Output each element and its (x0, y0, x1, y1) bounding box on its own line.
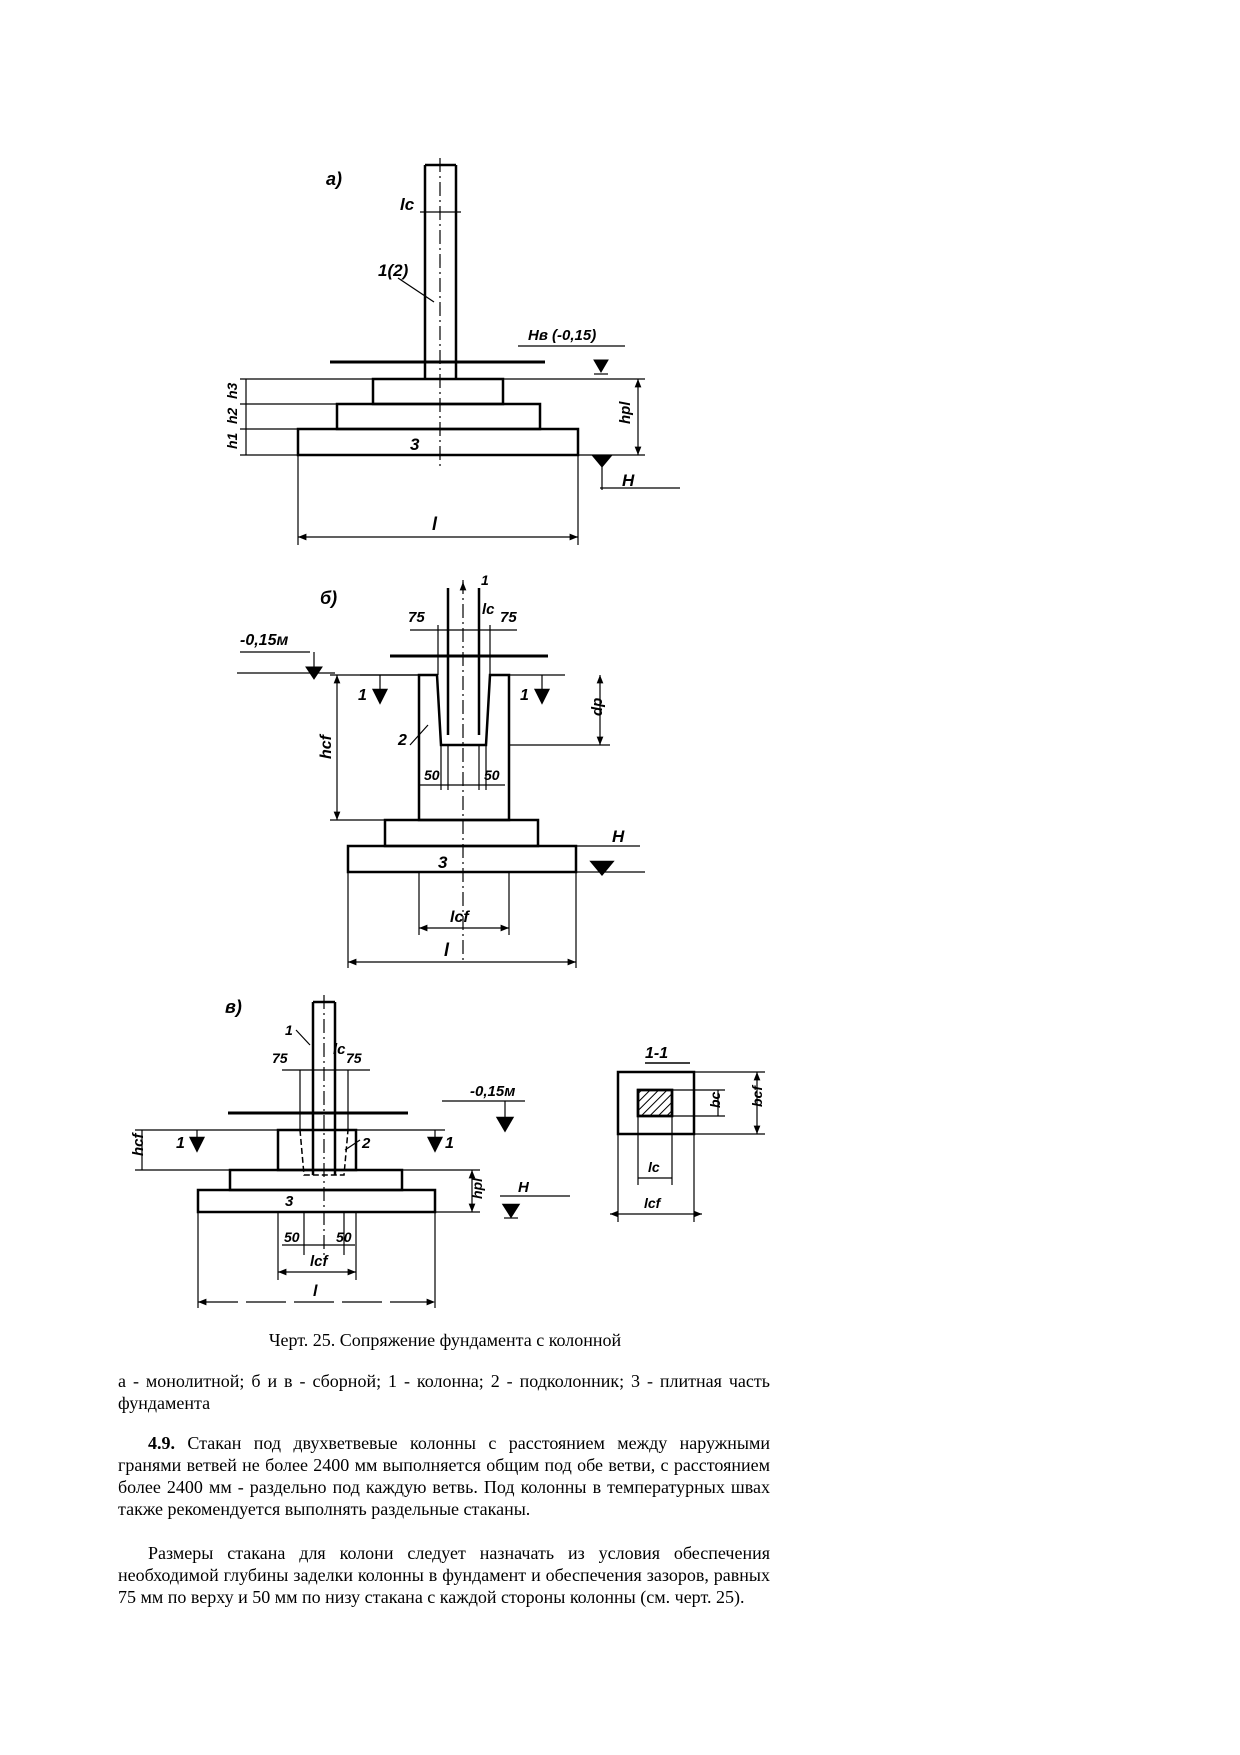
label-v-75-left: 75 (272, 1050, 288, 1066)
label-b-2: 2 (397, 732, 407, 749)
label-b-75-right: 75 (500, 609, 517, 626)
label-v-H: H (518, 1179, 530, 1196)
label-b-level: -0,15м (240, 632, 288, 649)
label-b-lcf: lcf (450, 909, 470, 926)
paragraph-4-9: 4.9. Стакан под двухветвевые колонны с р… (118, 1432, 770, 1520)
label-v-hpl: hpl (469, 1177, 485, 1199)
figure-v-labels: в) 1 lc 75 75 -0,15м hcf 1 1 2 hpl H 3 5… (130, 997, 530, 1300)
label-a-h1: h1 (224, 432, 240, 449)
figure-legend: а - монолитной; б и в - сборной; 1 - кол… (118, 1371, 770, 1413)
label-b-H: H (612, 827, 625, 846)
figure-caption: Черт. 25. Сопряжение фундамента с колонн… (268, 1330, 622, 1350)
section-1-1-labels: 1-1 bc bcf lc lcf (644, 1045, 765, 1211)
figure-a (240, 158, 680, 545)
label-v-l: l (313, 1283, 318, 1300)
label-v-level: -0,15м (470, 1083, 515, 1100)
label-b-l: l (444, 940, 450, 960)
paragraph-4-9-text: Стакан под двухветвевые колонны с рассто… (118, 1433, 770, 1519)
label-a-column: 1(2) (378, 261, 409, 280)
label-a-H: H (622, 471, 635, 490)
label-a-l: l (432, 514, 438, 534)
label-v-50-left: 50 (284, 1229, 300, 1245)
label-b-dp: dp (589, 698, 606, 716)
label-v-lcf: lcf (310, 1253, 330, 1270)
label-v-lc: lc (333, 1041, 346, 1058)
label-b-3: 3 (438, 853, 448, 872)
label-v-75-right: 75 (346, 1050, 362, 1066)
label-v-hcf: hcf (130, 1131, 147, 1156)
label-b-1top: 1 (481, 572, 489, 588)
label-v-title: в) (225, 997, 242, 1017)
label-v-section-right: 1 (445, 1135, 454, 1152)
label-v-3: 3 (285, 1193, 294, 1210)
figure-v (135, 995, 570, 1308)
label-s-lc: lc (648, 1159, 660, 1175)
label-s-bcf: bcf (749, 1085, 765, 1107)
label-a-h3: h3 (224, 382, 240, 399)
section-number: 4.9. (148, 1433, 175, 1453)
label-v-1: 1 (285, 1022, 293, 1038)
label-a-title: а) (326, 169, 342, 189)
paragraph-socket-sizes: Размеры стакана для колони следует назна… (118, 1543, 770, 1607)
label-s-lcf: lcf (644, 1195, 662, 1211)
label-b-lc: lc (482, 601, 495, 618)
label-a-hpl: hpl (617, 401, 634, 424)
label-b-section-left: 1 (358, 687, 367, 704)
label-b-hcf: hcf (318, 733, 335, 759)
figure-a-labels: а) lс 1(2) Hв (-0,15) h3 h2 h1 hpl 3 H l (224, 169, 635, 534)
label-v-section-left: 1 (176, 1135, 185, 1152)
section-1-1 (610, 1062, 765, 1222)
label-a-h2: h2 (224, 407, 240, 424)
label-b-section-right: 1 (520, 687, 529, 704)
label-b-75-left: 75 (408, 609, 425, 626)
figure-b (237, 580, 645, 968)
label-v-2: 2 (361, 1135, 371, 1152)
label-s-title: 1-1 (645, 1045, 668, 1062)
label-a-lc: lс (400, 195, 415, 214)
figure-b-labels: б) 1 lc 75 75 -0,15м 1 1 dp 2 hcf 50 50 … (240, 572, 625, 960)
foundation-drawing: а) lс 1(2) Hв (-0,15) h3 h2 h1 hpl 3 H l (130, 158, 765, 1308)
label-s-bc: bc (707, 1091, 723, 1108)
label-v-50-right: 50 (336, 1229, 352, 1245)
label-b-title: б) (320, 588, 337, 608)
label-b-50-left: 50 (424, 767, 440, 783)
label-a-3: 3 (410, 435, 420, 454)
label-b-50-right: 50 (484, 767, 500, 783)
label-a-level: Hв (-0,15) (528, 327, 596, 344)
